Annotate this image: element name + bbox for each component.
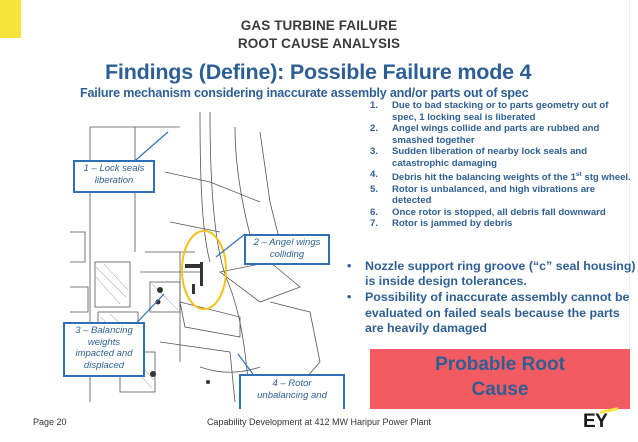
callout-angel-wings-line-2: colliding: [269, 248, 305, 260]
slide-title: Findings (Define): Possible Failure mode…: [105, 60, 532, 84]
list-item-number: 7.: [370, 218, 379, 230]
list-item-superscript: st: [575, 171, 582, 178]
turbine-cross-section-drawing: [70, 112, 321, 402]
list-item: 7. Rotor is jammed by debris: [370, 218, 632, 230]
list-item: 6. Once rotor is stopped, all debris fall…: [370, 207, 632, 219]
highlight-ellipse: [181, 230, 227, 310]
list-item: 5. Rotor is unbalanced, and high vibratio…: [370, 184, 632, 207]
callout-lock-seals: 1 – Lock seals liberation: [73, 160, 155, 193]
footer: Page 20 Capability Development at 412 MW…: [0, 407, 638, 442]
right-divider: [629, 0, 630, 442]
bullet-icon: •: [347, 290, 352, 305]
callout-balancing-line-2: weights: [87, 336, 121, 348]
callout-lock-seals-line-1: 1 – Lock seals: [83, 163, 145, 174]
list-item: 4. Debris hit the balancing weights of th…: [370, 169, 632, 184]
root-cause-line-2: Cause: [471, 379, 529, 400]
accent-bar: [0, 0, 21, 38]
list-item-number: 1.: [370, 100, 379, 111]
bullet-text: Nozzle support ring groove (“c” seal hou…: [365, 259, 636, 289]
callout-rotor-line-2: unbalancing and: [257, 389, 327, 401]
root-cause-line-1: Probable Root: [435, 354, 565, 375]
failure-sequence-list: 1. Due to bad stacking or to parts geomet…: [370, 100, 632, 230]
header-line-2: ROOT CAUSE ANALYSIS: [237, 36, 401, 51]
footer-text: Capability Development at 412 MW Haripur…: [206, 417, 432, 427]
page-number: Page 20: [33, 417, 67, 427]
callout-rotor-line-1: 4 – Rotor: [272, 378, 312, 389]
findings-bullets: • Nozzle support ring groove (“c” seal ho…: [345, 259, 637, 337]
list-item: 3. Sudden liberation of nearby lock seals…: [370, 146, 632, 169]
slide-subtitle: Failure mechanism considering inaccurate…: [80, 86, 529, 100]
bullet-icon: •: [347, 259, 352, 273]
bullet-text: Possibility of inaccurate assembly canno…: [365, 290, 630, 336]
list-item-number: 5.: [370, 183, 379, 195]
list-item-text: Angel wings collide and parts are rubbed…: [392, 123, 600, 146]
list-item-text: Due to bad stacking or to parts geometry…: [392, 100, 609, 123]
list-item-number: 4.: [370, 169, 379, 180]
list-item: 1. Due to bad stacking or to parts geomet…: [370, 100, 632, 123]
list-item-number: 6.: [370, 206, 379, 218]
callout-angel-wings-line-1: 2 – Angel wings: [253, 237, 321, 248]
callout-lock-seals-line-2: liberation: [94, 174, 134, 186]
callout-angel-wings: 2 – Angel wings colliding: [244, 234, 330, 265]
list-item-text: Once rotor is stopped, all debris fall d…: [392, 206, 606, 218]
list-item-text-tail: stg wheel.: [581, 172, 631, 184]
callout-balancing-line-4: displaced: [83, 359, 125, 371]
list-item-text: Debris hit the balancing weights of the …: [392, 172, 576, 184]
callout-balancing-line-3: impacted and: [75, 348, 133, 359]
callout-balancing-weights: 3 – Balancing weights impacted and displ…: [63, 322, 145, 377]
callout-rotor: 4 – Rotor unbalancing and: [239, 374, 345, 412]
bullet-item: • Nozzle support ring groove (“c” seal ho…: [345, 259, 637, 290]
header-line-1: GAS TURBINE FAILURE: [240, 18, 398, 33]
list-item: 2. Angel wings collide and parts are rubb…: [370, 123, 632, 146]
ey-logo: EY: [583, 411, 608, 432]
list-item-text: Sudden liberation of nearby lock seals a…: [392, 146, 588, 169]
list-item-text: Rotor is unbalanced, and high vibrations…: [392, 183, 596, 207]
list-item-text: Rotor is jammed by debris: [392, 218, 513, 230]
callout-balancing-line-1: 3 – Balancing: [75, 325, 133, 336]
list-item-number: 3.: [370, 146, 379, 157]
probable-root-cause-box: Probable Root Cause: [370, 349, 630, 409]
bullet-item: • Possibility of inaccurate assembly cann…: [345, 290, 637, 336]
list-item-number: 2.: [370, 123, 379, 134]
